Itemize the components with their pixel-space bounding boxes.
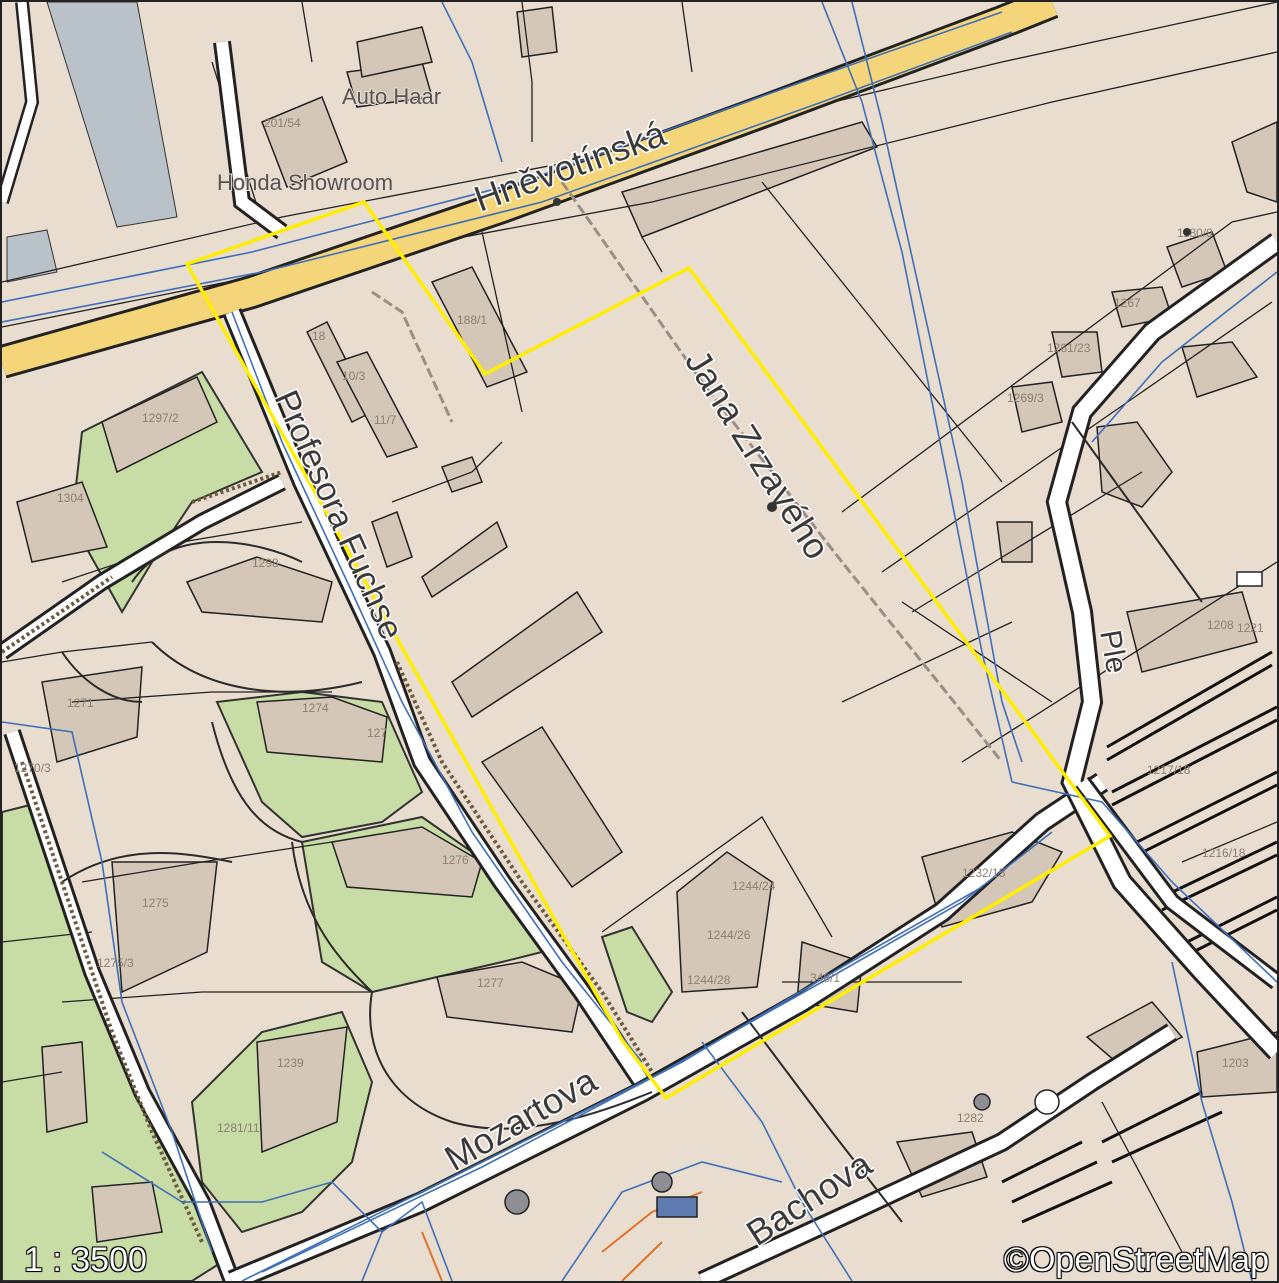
house-number: 201/54 <box>264 116 301 130</box>
selection-outline <box>184 199 1113 1101</box>
house-number: 1281/11 <box>217 1121 260 1135</box>
house-number: 1304 <box>57 491 84 505</box>
parcel-lines <box>2 2 1277 1253</box>
house-number: 1271 <box>67 696 94 710</box>
house-number: 1269/3 <box>1007 391 1044 405</box>
place-label-auto-haar: Auto Haar <box>342 84 441 109</box>
house-number: 127 <box>367 726 387 740</box>
house-number: 188/1 <box>457 313 487 327</box>
hatched-tracks <box>2 470 654 1243</box>
house-number: 1275 <box>142 896 169 910</box>
house-number: 18 <box>312 329 326 343</box>
house-number: 1244/26 <box>707 928 751 942</box>
house-number: 11/7 <box>374 413 397 427</box>
house-number: 1282 <box>957 1111 984 1125</box>
house-number: 1275/3 <box>97 956 134 970</box>
house-numbers: 201/54 188/1 18 10/3 11/7 1297/2 1304 12… <box>14 116 1264 1135</box>
house-number: 1274 <box>302 701 329 715</box>
house-number: 1180/9 <box>1177 226 1213 240</box>
house-number: 1244/24 <box>732 879 776 893</box>
copyright-notice[interactable]: ©OpenStreetMap <box>1003 1241 1269 1279</box>
grey-areas <box>6 2 178 283</box>
house-number: 348/1 <box>810 971 840 985</box>
house-number: 1267 <box>1114 296 1141 310</box>
house-number: 1261/23 <box>1047 341 1091 355</box>
dark-paths <box>61 421 1203 1223</box>
house-number: 1270/3 <box>14 761 51 775</box>
house-number: 1276 <box>442 853 469 867</box>
street-label-east: Ple <box>1093 627 1133 675</box>
house-number: 1221 <box>1237 621 1264 635</box>
house-number: 1297/2 <box>142 411 179 425</box>
footpaths <box>371 181 1004 763</box>
house-number: 1298 <box>252 556 279 570</box>
place-label-honda-showroom: Honda Showroom <box>217 170 393 195</box>
small-features <box>504 571 1263 1218</box>
house-number: 1217/18 <box>1147 763 1191 777</box>
markers <box>553 198 1191 512</box>
house-number: 1232/15 <box>962 866 1006 880</box>
house-number: 1216/18 <box>1202 846 1246 860</box>
house-number: 1203 <box>1222 1056 1249 1070</box>
green-areas <box>2 370 674 1281</box>
house-number: 10/3 <box>342 369 366 383</box>
scale-indicator: 1 : 3500 <box>24 1241 147 1279</box>
house-number: 1239 <box>277 1056 304 1070</box>
house-number: 1244/28 <box>687 973 731 987</box>
buildings <box>16 6 1277 1243</box>
row-houses <box>1001 650 1277 1224</box>
house-number: 1208 <box>1207 618 1234 632</box>
house-number: 1277 <box>477 976 504 990</box>
